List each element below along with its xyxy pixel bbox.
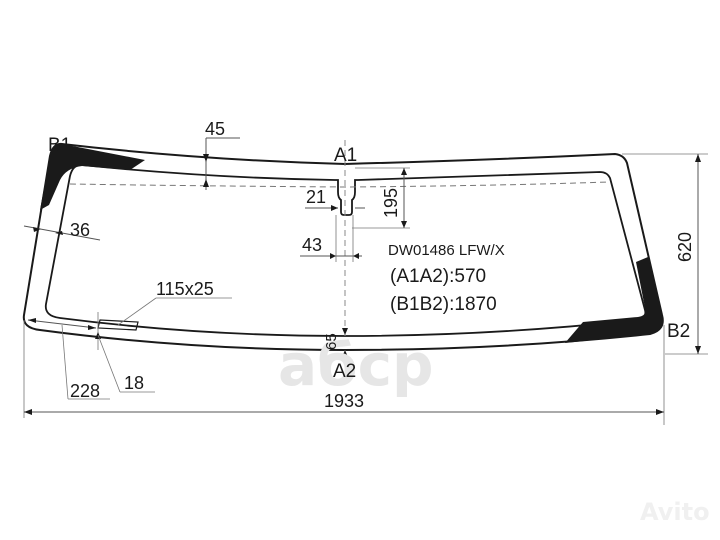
dim-mirror-width: 43 (302, 235, 323, 255)
dim-side-band: 36 (70, 220, 91, 240)
dim-vin-margin: 18 (124, 373, 145, 393)
part-code: DW01486 LFW/X (388, 242, 505, 259)
dim-total-width: 1933 (324, 391, 365, 411)
label-a2: A2 (333, 361, 357, 382)
frit-b1 (40, 143, 145, 210)
dim-bottom-band: 65 (323, 333, 340, 350)
avito-watermark: Avito (640, 498, 710, 526)
dim-mirror-height: 195 (381, 187, 401, 218)
glass-outer-edge (22, 142, 664, 352)
dim-top-band: 45 (205, 119, 226, 139)
spec-b1b2: (B1B2):1870 (390, 294, 497, 315)
label-a1: A1 (334, 145, 358, 166)
dim-vin-offset: 228 (70, 381, 101, 401)
dashed-line-top (69, 181, 609, 188)
frit-b2 (565, 257, 663, 343)
abcp-watermark: aбcp (278, 331, 434, 399)
label-b1: B1 (48, 135, 72, 156)
spec-a1a2: (A1A2):570 (390, 266, 487, 287)
vin-window (97, 319, 139, 331)
dim-mirror-neck: 21 (306, 187, 327, 207)
dim-vin-window: 115x25 (156, 279, 214, 299)
label-b2: B2 (667, 321, 691, 342)
glass-inner-edge (44, 164, 647, 337)
dim-total-height: 620 (675, 231, 695, 262)
